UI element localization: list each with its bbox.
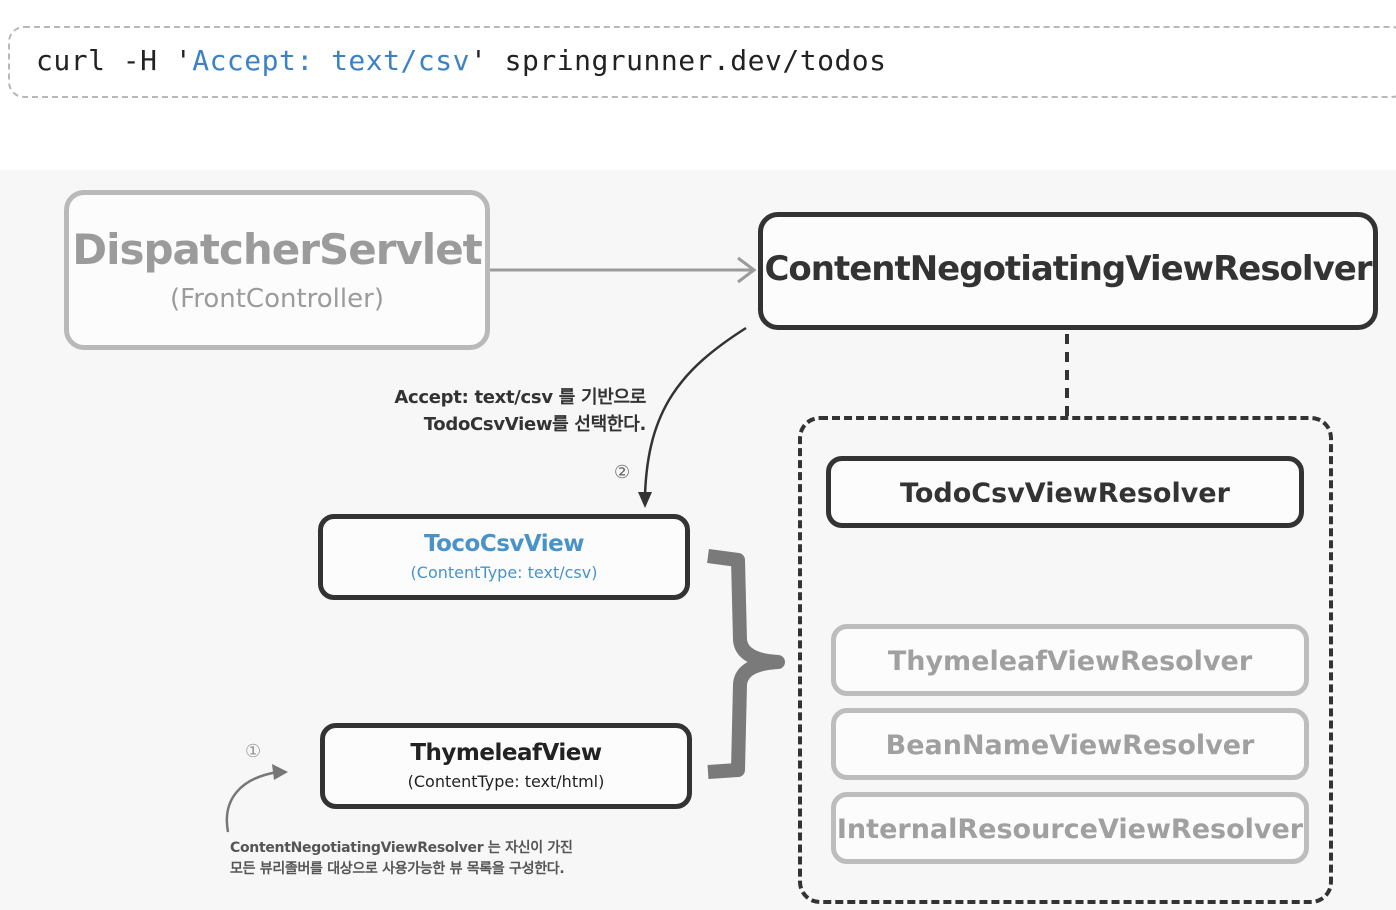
- accept-annotation-line1: Accept: text/csv 를 기반으로: [394, 387, 646, 408]
- thymeleaf-view-box: ThymeleafView (ContentType: text/html): [320, 723, 692, 809]
- dispatcher-arrowhead: [737, 256, 757, 284]
- bean-name-view-resolver-box: BeanNameViewResolver: [831, 708, 1309, 780]
- toco-csv-view-subtitle: (ContentType: text/csv): [410, 563, 598, 582]
- todo-csv-view-resolver-box: TodoCsvViewResolver: [826, 456, 1304, 528]
- curl-command: curl -H 'Accept: text/csv' springrunner.…: [36, 44, 887, 77]
- candidate-views-annotation: ContentNegotiatingViewResolver 는 자신이 가진 …: [230, 838, 573, 880]
- select-view-arrowhead: [638, 492, 652, 508]
- step-2-marker: ②: [614, 462, 631, 483]
- curly-brace: [707, 549, 785, 779]
- candidate-views-line1: ContentNegotiatingViewResolver 는 자신이 가진: [230, 840, 573, 856]
- candidate-list-arrow: [225, 770, 279, 833]
- view-resolver-group: [798, 416, 1333, 904]
- dispatcher-title: DispatcherServlet: [72, 225, 483, 274]
- accept-annotation-line2: TodoCsvView를 선택한다.: [423, 414, 647, 435]
- candidate-views-line2: 모든 뷰리졸버를 대상으로 사용가능한 뷰 목록을 구성한다.: [230, 861, 565, 877]
- command-suffix: ' springrunner.dev/todos: [469, 44, 887, 77]
- thymeleaf-view-title: ThymeleafView: [410, 740, 602, 766]
- command-prefix: curl -H ': [36, 44, 193, 77]
- thymeleaf-view-resolver-box: ThymeleafViewResolver: [831, 624, 1309, 696]
- dispatcher-servlet-box: DispatcherServlet (FrontController): [64, 190, 490, 350]
- step-1-marker: ①: [245, 741, 262, 762]
- thymeleaf-view-subtitle: (ContentType: text/html): [407, 772, 605, 791]
- candidate-list-arrowhead: [272, 764, 288, 780]
- internal-resource-view-resolver-box: InternalResourceViewResolver: [831, 792, 1309, 864]
- toco-csv-view-box: TocoCsvView (ContentType: text/csv): [318, 514, 690, 600]
- command-accept-header: Accept: text/csv: [192, 44, 470, 77]
- content-negotiating-resolver-box: ContentNegotiatingViewResolver: [758, 212, 1378, 330]
- content-negotiating-resolver-title: ContentNegotiatingViewResolver: [764, 249, 1372, 289]
- toco-csv-view-title: TocoCsvView: [423, 531, 585, 557]
- accept-annotation: Accept: text/csv 를 기반으로 TodoCsvView를 선택한…: [330, 384, 646, 438]
- select-view-arrow: [643, 326, 747, 496]
- dispatcher-subtitle: (FrontController): [170, 284, 384, 314]
- command-box: [8, 26, 1396, 98]
